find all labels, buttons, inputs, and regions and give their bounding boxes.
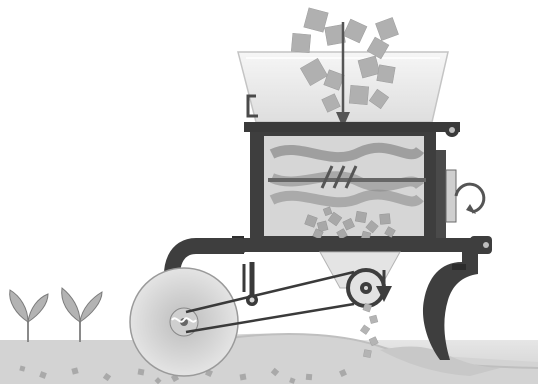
toolbar-beam [232,236,492,254]
plant-sprout-2 [62,288,102,342]
press-wheel [130,268,238,376]
clockwise-rotation-icon [456,184,484,214]
plant-sprout-1 [10,290,48,342]
